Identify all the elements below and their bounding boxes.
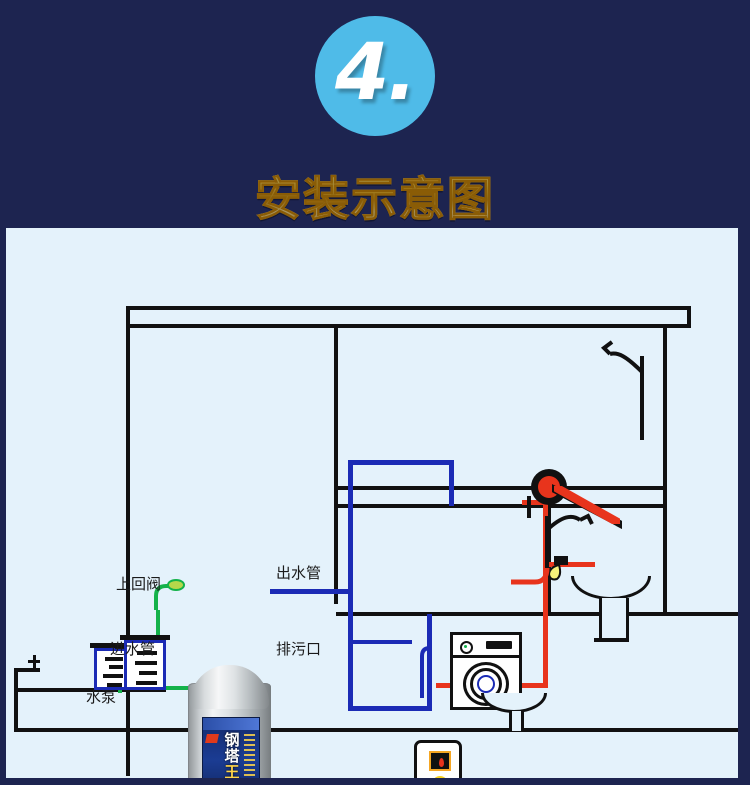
cold-riser-to-upper xyxy=(348,460,353,594)
hot-water-to-washer xyxy=(522,500,546,505)
brand-char-3: 王 xyxy=(224,763,240,778)
upper-shower-head-icon xyxy=(600,340,644,440)
lower-shower-head-icon xyxy=(545,513,594,568)
drain-run xyxy=(352,640,412,644)
lower-sink-basin xyxy=(481,693,547,713)
pump-platform xyxy=(18,688,166,692)
electric-water-heater xyxy=(414,740,462,778)
pump-bar xyxy=(105,657,123,661)
washing-machine-door-glass xyxy=(477,675,495,693)
basement-left-wall xyxy=(14,668,18,732)
washing-machine-control-panel xyxy=(453,635,519,658)
cold-drop-to-washer xyxy=(449,460,454,506)
pump-bar xyxy=(107,683,122,687)
right-exterior-wall xyxy=(663,324,667,614)
tank-brand-name: 钢 塔 王 xyxy=(219,732,245,778)
upper-floor-slab xyxy=(336,486,666,490)
upper-faucet-icon xyxy=(547,556,568,581)
pump-left-cap xyxy=(90,643,140,648)
water-heater-display xyxy=(429,751,451,771)
washing-machine-knob-icon xyxy=(460,641,473,654)
interior-partition-upper xyxy=(334,324,338,604)
washing-machine xyxy=(450,632,522,710)
page-title: 安装示意图 xyxy=(0,163,750,229)
hot-water-riser xyxy=(543,483,548,688)
roof-slab-top xyxy=(126,306,691,310)
washing-machine-door xyxy=(463,662,509,706)
lower-floor-slab xyxy=(336,612,738,616)
upper-sink-foot xyxy=(594,638,628,642)
hot-water-branch-upper xyxy=(543,562,595,567)
label-yellow-text-block xyxy=(244,734,255,778)
cold-lower-riser xyxy=(348,589,353,711)
cold-lower-run xyxy=(348,706,432,711)
pump-right-cap xyxy=(120,635,170,640)
solar-support-post xyxy=(527,496,531,518)
label-inlet-pipe: 进水管 xyxy=(110,640,156,658)
pump-bar xyxy=(137,651,157,655)
lower-sink-drain xyxy=(509,711,524,731)
mid-floor-slab xyxy=(336,504,667,508)
cold-up-to-heater xyxy=(427,614,432,711)
tank-dome xyxy=(190,665,269,709)
label-red-flash xyxy=(205,734,219,743)
label-outlet-pipe: 出水管 xyxy=(276,564,322,582)
basement-top-line xyxy=(14,668,40,672)
washing-machine-display xyxy=(486,641,512,649)
installation-diagram: 钢 塔 王 上回阀 进水管 水泵 出水管 排污口 xyxy=(6,228,738,778)
step-badge: 4. xyxy=(315,16,435,136)
power-button-icon xyxy=(432,776,448,778)
label-drain-outlet: 排污口 xyxy=(276,640,322,658)
roof-slab-bottom xyxy=(126,324,691,328)
roof-slab-right-cap xyxy=(687,306,691,328)
upper-sink-basin xyxy=(571,576,651,600)
tank-outlet-pipe xyxy=(270,589,352,594)
tank-product-label: 钢 塔 王 xyxy=(202,717,260,778)
label-water-pump: 水泵 xyxy=(86,688,117,706)
pump-bar xyxy=(139,671,157,675)
label-upper-return-valve: 上回阀 xyxy=(116,575,162,593)
pump-bar xyxy=(136,681,157,685)
brand-char-1: 钢 xyxy=(224,731,240,749)
pump-bar xyxy=(135,661,157,665)
interior-partition-lower xyxy=(547,508,551,614)
step-number: 4. xyxy=(335,28,417,118)
lower-shower-hot-line xyxy=(511,567,550,585)
pump-bar xyxy=(109,665,123,669)
left-exterior-wall xyxy=(126,324,130,776)
upper-sink-pedestal xyxy=(599,598,629,642)
pump-unit-right xyxy=(124,640,166,690)
upper-return-valve-icon xyxy=(167,579,185,591)
ground-line xyxy=(14,728,738,732)
pump-ground-mark-v xyxy=(33,655,36,668)
roof-slab-left-cap xyxy=(126,306,130,328)
pressure-water-tank: 钢 塔 王 xyxy=(188,665,271,778)
cold-top-run xyxy=(348,460,454,465)
brand-char-2: 塔 xyxy=(224,747,240,765)
label-header-band xyxy=(203,718,259,730)
flame-icon xyxy=(439,758,444,767)
pump-bar xyxy=(103,674,123,678)
